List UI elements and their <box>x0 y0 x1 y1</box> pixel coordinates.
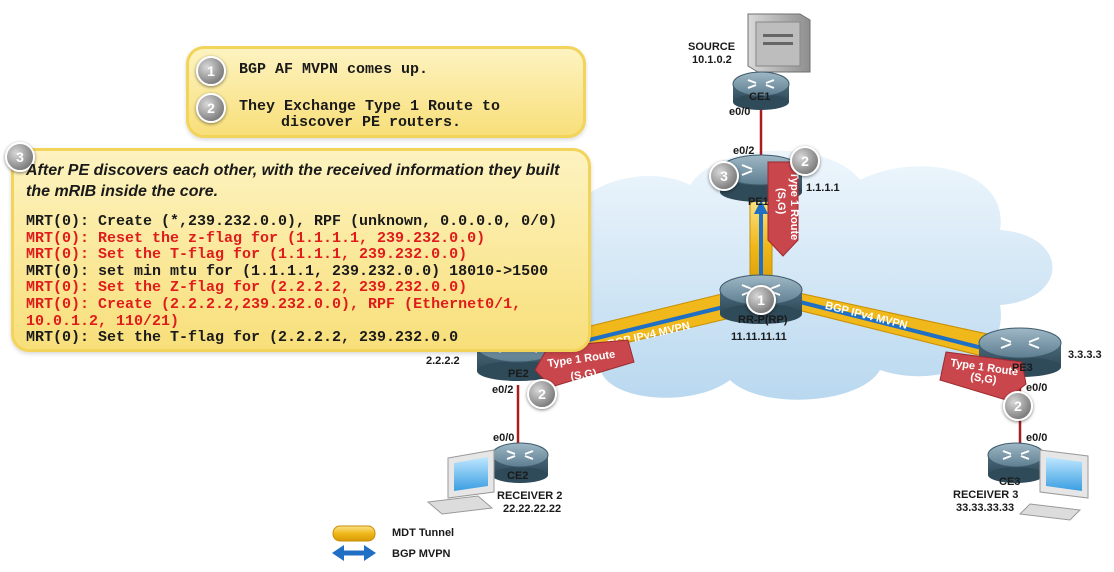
pe2-ip: 2.2.2.2 <box>426 355 460 367</box>
log-line: MRT(0): set min mtu for (1.1.1.1, 239.23… <box>26 262 549 280</box>
step2-text-line1: They Exchange Type 1 Route to <box>239 98 501 115</box>
pe1-iface: e0/2 <box>733 145 755 157</box>
receiver2-pc-icon <box>426 449 495 515</box>
pe3-step2-badge: 2 <box>1003 391 1033 421</box>
pe1-step2-badge: 2 <box>790 146 820 176</box>
mrib-log: MRT(0): Create (*,239.232.0.0), RPF (unk… <box>26 213 586 347</box>
ce1-iface: e0/0 <box>729 106 751 118</box>
ce2-router-icon <box>491 442 549 483</box>
pe3-iface: e0/0 <box>1026 382 1048 394</box>
steps-1-2-box <box>186 46 586 138</box>
receiver3-name: RECEIVER 3 <box>953 489 1019 501</box>
ce3-name: CE3 <box>999 476 1021 488</box>
ce3-iface: e0/0 <box>1026 432 1048 444</box>
pe1-name: PE1 <box>748 196 769 208</box>
log-line: MRT(0): Create (*,239.232.0.0), RPF (unk… <box>26 213 558 230</box>
receiver3-ip: 33.33.33.33 <box>956 502 1015 514</box>
step1-text: BGP AF MVPN comes up. <box>239 61 429 78</box>
pe2-name: PE2 <box>508 368 529 380</box>
type1-route-pe1-line1: Type 1 Route <box>788 172 800 240</box>
legend-bgp-label: BGP MVPN <box>392 548 451 560</box>
legend-mdt-label: MDT Tunnel <box>392 527 455 539</box>
source-ip: 10.1.0.2 <box>692 54 732 66</box>
step3-text: After PE discovers each other, with the … <box>26 162 560 200</box>
type1-route-arrow-pe3: Type 1 Route (S,G) <box>939 351 1027 401</box>
ce2-iface: e0/0 <box>493 432 515 444</box>
log-line: MRT(0): Reset the z-flag for (1.1.1.1, 2… <box>26 229 486 247</box>
ce1-router-icon <box>732 71 790 110</box>
step3-box <box>11 148 591 352</box>
receiver2-ip: 22.22.22.22 <box>503 503 562 515</box>
log-line: MRT(0): Set the Z-flag for (2.2.2.2, 239… <box>26 279 468 297</box>
rr-name: RR-P(RP) <box>738 314 788 326</box>
receiver2-name: RECEIVER 2 <box>497 490 563 502</box>
log-line: 10.0.1.2, 110/21) <box>26 312 180 330</box>
receiver3-pc-icon <box>1018 449 1089 521</box>
type1-route-pe2-line2: (S,G) <box>570 367 598 383</box>
pe1-step3-badge: 3 <box>709 161 739 191</box>
ce2-name: CE2 <box>507 470 529 482</box>
log-line: MRT(0): Set the T-flag for (2.2.2.2, 239… <box>26 329 459 347</box>
pe1-ip: 1.1.1.1 <box>806 182 840 194</box>
step2-badge: 2 <box>196 93 226 123</box>
rr-step1-badge: 1 <box>746 285 776 315</box>
type1-route-pe3-line2: (S,G) <box>970 371 998 387</box>
pe3-name: PE3 <box>1012 362 1033 374</box>
source-name: SOURCE <box>688 41 736 53</box>
ce3-router-icon <box>987 442 1045 483</box>
log-line: MRT(0): Set the T-flag for (1.1.1.1, 239… <box>26 246 468 264</box>
ce1-name: CE1 <box>749 91 771 103</box>
pe2-step2-badge: 2 <box>527 379 557 409</box>
step3-badge: 3 <box>5 142 35 172</box>
legend-mdt-tunnel-icon <box>332 525 376 542</box>
legend-bgp-mvpn-icon <box>332 545 376 561</box>
step1-badge: 1 <box>196 56 226 86</box>
type1-route-pe1-line2: (S,G) <box>775 188 787 215</box>
type1-route-arrow-pe1: Type 1 Route (S,G) <box>767 161 800 257</box>
rr-ip: 11.11.11.11 <box>731 331 787 343</box>
step2-text-line2: discover PE routers. <box>281 114 462 131</box>
source-server-icon <box>747 13 811 73</box>
pe2-iface: e0/2 <box>492 384 514 396</box>
log-line: MRT(0): Create (2.2.2.2,239.232.0.0), RP… <box>26 295 522 313</box>
pe3-ip: 3.3.3.3 <box>1068 349 1102 361</box>
